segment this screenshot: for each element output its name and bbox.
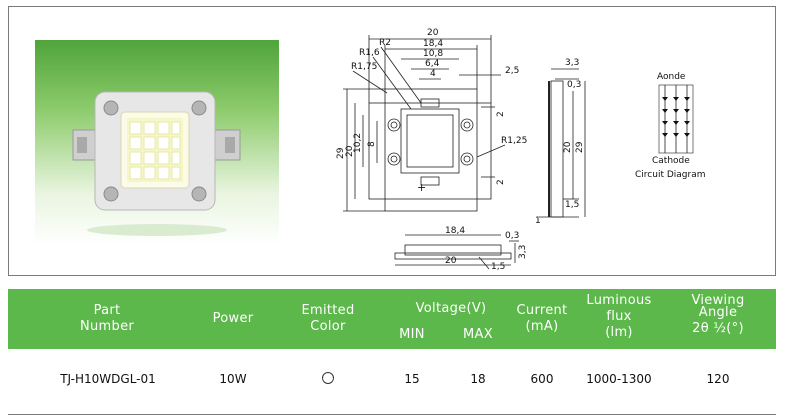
dim-radius-r1-25: R1,25 [501,136,527,146]
dimension-drawing-svg: 20 18,4 10,8 6,4 4 2,5 R2 R1,6 R1,75 R1,… [336,28,705,272]
dim-left-20: 20 [345,145,355,157]
dim-right-2-top: 2 [496,111,506,117]
table-row: TJ-H10WDGL-01 10W 15 18 600 1000-1300 12… [8,349,776,415]
circuit-caption: Circuit Diagram [635,170,705,180]
dim-bottom-1-5: 1,5 [491,262,505,272]
dimension-drawing: 20 18,4 10,8 6,4 4 2,5 R2 R1,6 R1,75 R1,… [329,17,769,273]
cell-voltage-min: 15 [404,372,420,386]
dim-bottom-0-3: 0,3 [505,231,519,241]
cell-power: 10W [219,372,247,386]
header-voltage-max: MAX [463,327,493,342]
cell-part-number: TJ-H10WDGL-01 [60,372,156,386]
header-voltage-min: MIN [399,327,425,342]
cell-current: 600 [530,372,554,386]
dim-side-29: 29 [575,141,585,153]
dim-left-29: 29 [336,147,346,159]
dim-top-6-4: 6,4 [425,59,440,69]
led-chip-photo [35,40,279,245]
dim-radius-r1-75: R1,75 [351,62,377,72]
dim-side-0-3: 0,3 [567,80,581,90]
circuit-cathode-label: Cathode [652,156,690,166]
header-voltage: Voltage(V) [415,301,487,316]
dim-radius-r2: R2 [379,38,391,48]
dim-side-1-5: 1,5 [565,200,579,210]
plus-mark: + [417,181,426,194]
dim-top-18-4: 18,4 [423,39,443,49]
cell-viewing-angle: 120 [706,372,730,386]
circuit-anode-label: Aonde [657,72,686,82]
header-current: Current(mA) [516,303,568,334]
product-drawing-panel: 20 18,4 10,8 6,4 4 2,5 R2 R1,6 R1,75 R1,… [8,6,776,276]
cell-emitted-color [288,372,368,387]
dim-side-20: 20 [563,141,573,153]
dim-bottom-3-3: 3,3 [518,245,528,259]
dim-top-2-5: 2,5 [505,66,519,76]
dim-radius-r1-6: R1,6 [359,48,380,58]
dim-bottom-20: 20 [445,256,457,266]
header-power: Power [212,311,254,326]
dim-side-1: 1 [535,216,541,226]
dim-side-3-3: 3,3 [565,58,579,68]
dim-top-10-8: 10,8 [423,49,443,59]
dim-bottom-18-4: 18,4 [445,226,465,236]
led-chip-illustration [72,91,241,236]
white-circle-icon [322,372,334,384]
dim-right-2-bottom: 2 [496,179,506,185]
cell-voltage-max: 18 [470,372,486,386]
dim-left-8: 8 [367,141,377,147]
dim-top-20: 20 [427,28,439,38]
cell-luminous-flux: 1000-1300 [586,372,652,386]
dim-top-4: 4 [430,69,436,79]
dim-left-10-2: 10,2 [353,133,363,153]
